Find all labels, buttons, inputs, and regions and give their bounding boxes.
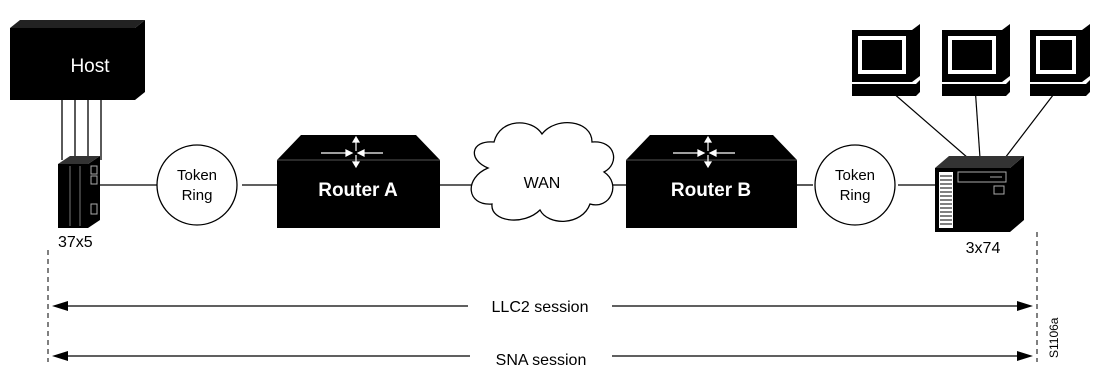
terminal-icon (1030, 24, 1090, 96)
host-label: Host (70, 56, 110, 77)
llc2-session-arrow (52, 301, 1033, 311)
channel-links (61, 100, 102, 160)
host-node: Host (10, 20, 145, 100)
token-ring-left-label-line2: Ring (182, 187, 213, 204)
token-ring-right-label-line1: Token (835, 167, 875, 184)
router-a-label: Router A (318, 180, 398, 201)
token-ring-right: Token Ring (814, 144, 896, 226)
terminal-links (884, 85, 1061, 159)
router-b-arrows-icon (673, 135, 735, 169)
fep-37x5-icon (58, 156, 100, 228)
figure-id-label: S1106a (1047, 317, 1061, 358)
wan-cloud: WAN (470, 122, 615, 222)
fep-label: 37x5 (58, 234, 93, 251)
router-a-node: Router A (277, 135, 440, 228)
controller-3x74-icon (935, 156, 1024, 232)
sna-session-arrow (52, 351, 1033, 361)
session-boundary-lines (47, 232, 1038, 362)
token-ring-right-label-line2: Ring (840, 187, 871, 204)
controller-label: 3x74 (966, 240, 1001, 257)
router-b-label: Router B (671, 180, 751, 201)
llc2-session-label: LLC2 session (492, 299, 589, 316)
router-a-arrows-icon (321, 135, 383, 169)
sna-session-label: SNA session (496, 352, 587, 367)
router-b-node: Router B (626, 135, 797, 228)
terminal-icon (942, 24, 1010, 96)
token-ring-left-label-line1: Token (177, 167, 217, 184)
wan-label: WAN (524, 175, 561, 192)
token-ring-left: Token Ring (156, 144, 238, 226)
terminal-icon (852, 24, 920, 96)
